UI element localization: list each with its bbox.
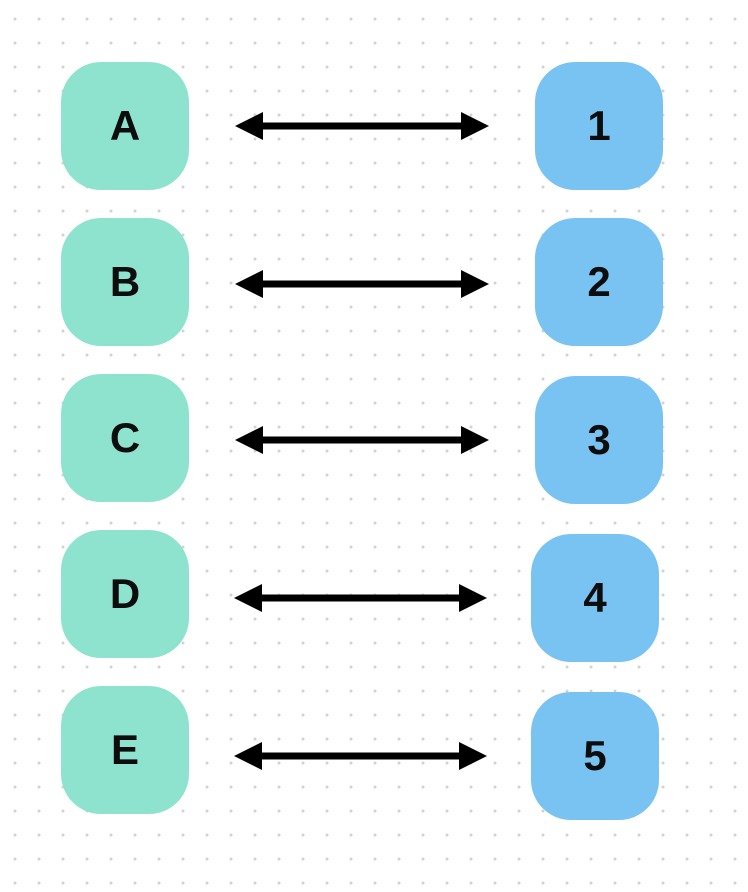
right-node-4: 4 xyxy=(531,534,659,662)
right-node-label: 1 xyxy=(587,102,611,149)
double-arrow-b-2 xyxy=(235,270,489,298)
right-node-label: 2 xyxy=(587,258,611,305)
right-node-3: 3 xyxy=(535,376,663,504)
double-arrow-d-4 xyxy=(234,584,487,612)
left-node-label: C xyxy=(109,414,141,461)
left-node-d: D xyxy=(61,530,189,658)
left-node-c: C xyxy=(61,374,189,502)
left-node-a: A xyxy=(61,62,189,190)
double-arrow-c-3 xyxy=(235,426,489,454)
left-node-b: B xyxy=(61,218,189,346)
right-node-5: 5 xyxy=(531,692,659,820)
left-node-label: A xyxy=(109,102,141,149)
right-node-label: 5 xyxy=(583,732,607,779)
left-node-label: D xyxy=(109,570,141,617)
left-node-label: E xyxy=(110,726,139,773)
double-arrow-a-1 xyxy=(235,112,489,140)
double-arrow-e-5 xyxy=(234,742,487,770)
left-node-e: E xyxy=(61,686,189,814)
right-node-1: 1 xyxy=(535,62,663,190)
left-node-label: B xyxy=(109,258,141,305)
right-node-label: 4 xyxy=(583,574,607,621)
right-node-label: 3 xyxy=(587,416,611,463)
right-node-2: 2 xyxy=(535,218,663,346)
